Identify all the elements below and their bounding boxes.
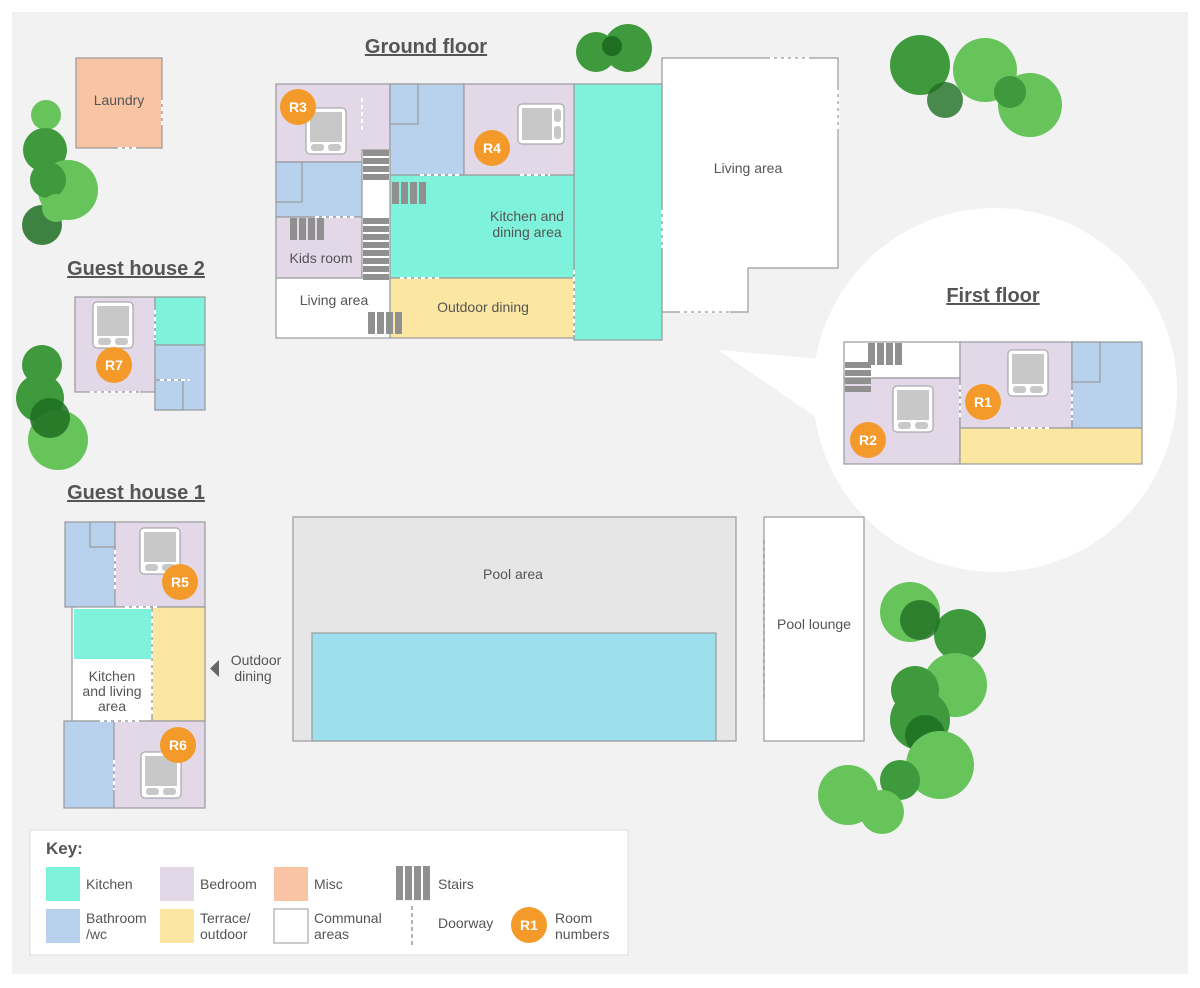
- key-label-stairs: Stairs: [438, 876, 474, 892]
- key-label-kitchen: Kitchen: [86, 876, 133, 892]
- room-badge-r6: R6: [169, 737, 187, 753]
- tree-cluster-top-right: [890, 35, 1062, 137]
- guest-house-2-plan: [74, 296, 206, 411]
- legend-key: [29, 829, 629, 956]
- key-label-communal-2: areas: [314, 926, 349, 942]
- key-swatch-misc: [274, 867, 308, 901]
- label-gh1-kitchen-1: Kitchen: [89, 668, 136, 684]
- key-label-bathroom-1: Bathroom: [86, 910, 147, 926]
- room-badge-r2: R2: [859, 432, 877, 448]
- room-badge-r7: R7: [105, 357, 123, 373]
- title-guest-house-2: Guest house 2: [67, 258, 205, 280]
- pool-lounge: [763, 516, 865, 742]
- ground-floor-plan: [275, 57, 839, 341]
- title-first-floor: First floor: [946, 285, 1040, 307]
- key-swatch-bathroom: [46, 909, 80, 943]
- room-badge-r3: R3: [289, 99, 307, 115]
- label-living-area-main: Living area: [714, 160, 783, 176]
- terrace-first-floor: [959, 427, 1143, 465]
- terrace-gh1: [151, 606, 206, 722]
- key-room-badge-label: R1: [520, 917, 538, 933]
- label-gh1-kitchen-2: and living: [82, 683, 141, 699]
- key-label-terrace-1: Terrace/: [200, 910, 251, 926]
- tree-cluster-top-left: [22, 100, 98, 245]
- key-label-room-numbers-2: numbers: [555, 926, 609, 942]
- room-badge-r1: R1: [974, 394, 992, 410]
- laundry-room: [75, 57, 163, 149]
- label-laundry: Laundry: [94, 92, 145, 108]
- key-label-doorway: Doorway: [438, 915, 493, 931]
- key-title: Key:: [46, 839, 83, 858]
- pool-water: [311, 632, 717, 742]
- key-label-communal-1: Communal: [314, 910, 382, 926]
- title-guest-house-1: Guest house 1: [67, 482, 205, 504]
- label-kitchen-dining-2: dining area: [492, 224, 561, 240]
- key-label-room-numbers-1: Room: [555, 910, 592, 926]
- label-kids-room: Kids room: [289, 250, 352, 266]
- label-pool-area: Pool area: [483, 566, 543, 582]
- key-label-bathroom-2: /wc: [86, 926, 107, 942]
- label-outdoor-dining-gf: Outdoor dining: [437, 299, 529, 315]
- label-outdoor-dining-2: dining: [234, 668, 271, 684]
- label-outdoor-dining-1: Outdoor: [231, 652, 282, 668]
- kitchen-strip: [573, 83, 663, 341]
- label-gh1-kitchen-3: area: [98, 698, 126, 714]
- key-swatch-terrace: [160, 909, 194, 943]
- key-label-terrace-2: outdoor: [200, 926, 248, 942]
- room-badges: [96, 89, 1001, 763]
- room-badge-r4: R4: [483, 140, 501, 156]
- label-pool-lounge: Pool lounge: [777, 616, 851, 632]
- tree-cluster-left-middle: [16, 345, 88, 470]
- room-badge-r5: R5: [171, 574, 189, 590]
- title-ground-floor: Ground floor: [365, 36, 487, 58]
- kitchen-gh2: [154, 296, 206, 346]
- key-room-badge: [511, 907, 547, 943]
- tree-cluster-bottom-right: [818, 582, 987, 834]
- arrow-left-icon: [210, 660, 219, 677]
- key-swatch-communal: [273, 908, 309, 944]
- outdoor-dining-gf: [389, 277, 575, 339]
- key-swatch-kitchen: [46, 867, 80, 901]
- label-living-area-gf: Living area: [300, 292, 369, 308]
- tree-cluster-top-center: [576, 24, 652, 72]
- key-swatch-bedroom: [160, 867, 194, 901]
- bathroom-gh1-bottom: [63, 720, 115, 809]
- key-label-bedroom: Bedroom: [200, 876, 257, 892]
- label-kitchen-dining-1: Kitchen and: [490, 208, 564, 224]
- key-label-misc: Misc: [314, 876, 343, 892]
